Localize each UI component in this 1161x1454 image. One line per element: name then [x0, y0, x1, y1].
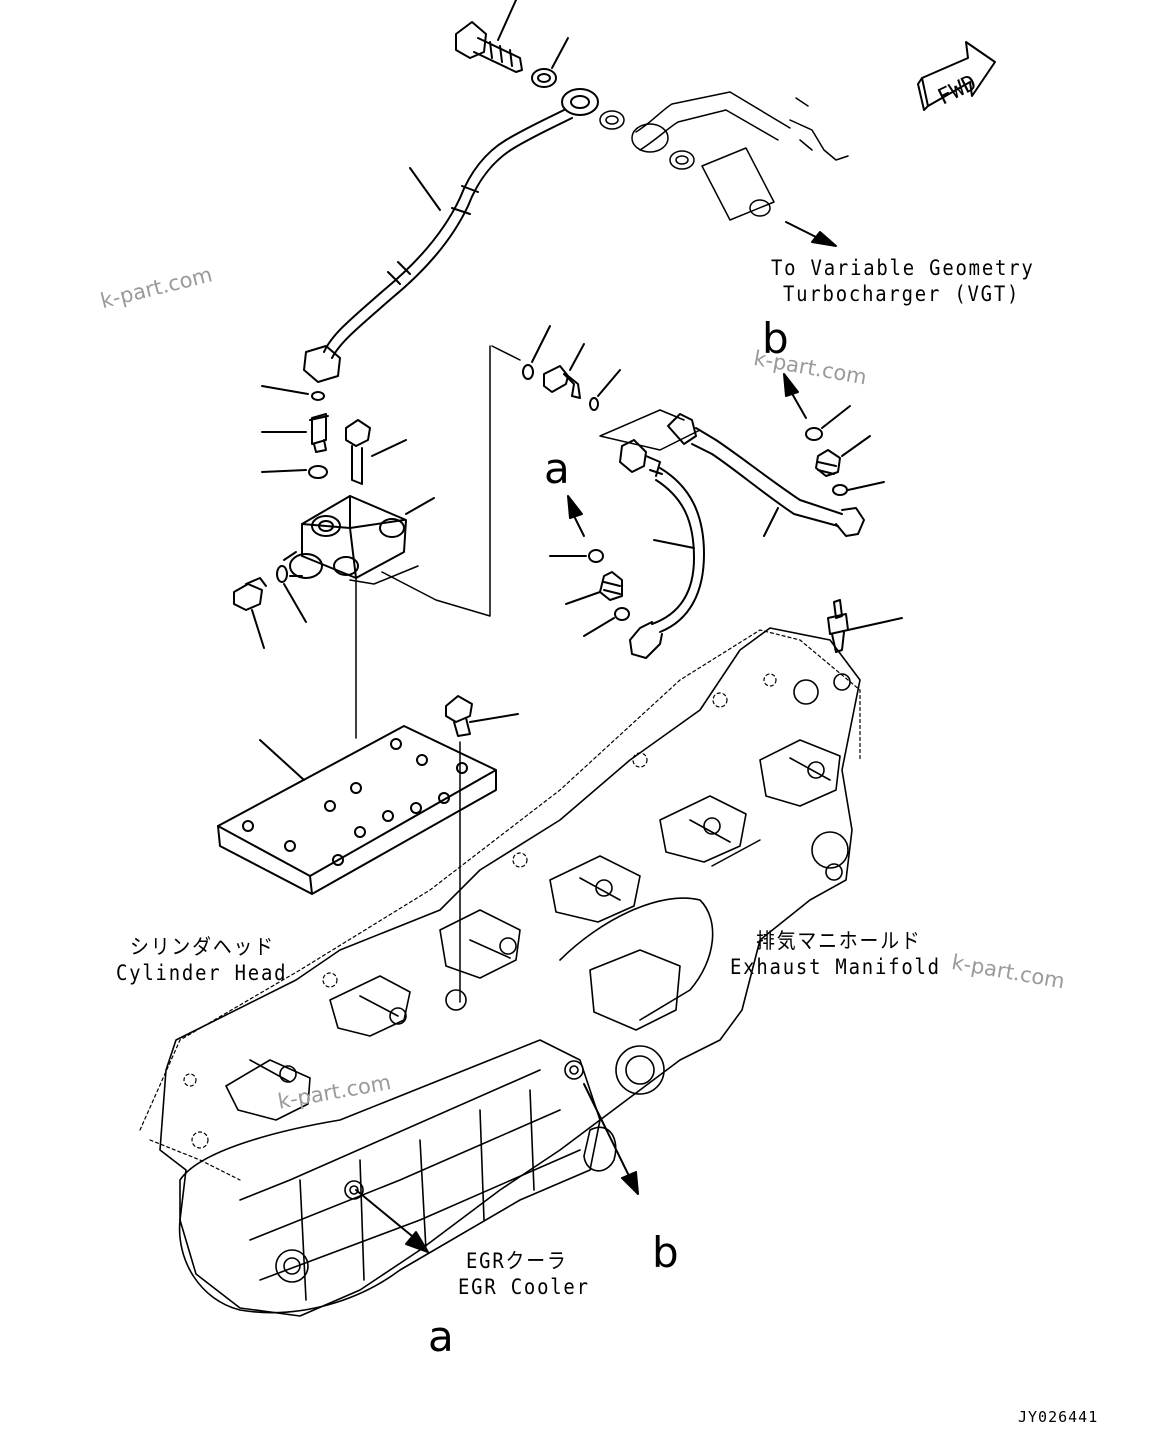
oring-center-right	[589, 369, 621, 411]
ref-b-arrow-upper	[783, 373, 807, 419]
ref-a-lower: a	[428, 1312, 454, 1361]
oring-b-1	[805, 405, 851, 441]
ref-a-upper: a	[544, 444, 570, 493]
egr-cooler	[178, 1039, 617, 1314]
sensor-fitting-right	[827, 599, 903, 653]
oring-left	[276, 565, 307, 623]
connector-fitting	[261, 413, 329, 453]
cylinder-head-label-jp: シリンダヘッド	[130, 935, 275, 959]
banjo-bolt-top	[455, 0, 523, 73]
oring-a-2	[583, 607, 630, 637]
fwd-arrow-icon	[917, 41, 996, 111]
oring-a-1	[549, 549, 604, 563]
connector-a	[565, 571, 623, 605]
vgt-label-line1: To Variable Geometry	[771, 256, 1035, 280]
vgt-pipe-ghost	[599, 91, 849, 221]
vgt-direction-arrow	[785, 221, 837, 247]
egr-cooler-label-en: EGR Cooler	[458, 1275, 590, 1299]
exhaust-manifold-label-en: Exhaust Manifold	[730, 955, 941, 979]
drawing-code: JY026441	[1018, 1408, 1099, 1426]
union-fitting-center	[543, 343, 585, 399]
plate-bolt	[445, 695, 519, 737]
ref-a-arrow-lower	[355, 1189, 429, 1253]
small-oring-2	[261, 465, 328, 479]
oring-center-top	[522, 325, 551, 380]
ref-b-lower: b	[652, 1228, 679, 1277]
plug-bolt-left	[233, 577, 267, 649]
cover-plate	[217, 725, 497, 895]
ref-b-upper: b	[762, 314, 789, 363]
connector-b	[815, 435, 871, 477]
egr-cooler-label-jp: EGRクーラ	[466, 1249, 568, 1273]
pipe-b	[667, 413, 865, 537]
manifold-leader	[711, 839, 761, 867]
cylinder-head	[139, 629, 861, 1181]
upper-oil-pipe	[303, 88, 599, 383]
small-oring-1	[261, 385, 325, 401]
washer-top	[531, 37, 569, 88]
junction-block	[283, 495, 435, 579]
vgt-label-line2: Turbocharger (VGT)	[783, 282, 1021, 306]
flexible-hose-a	[619, 439, 705, 659]
exhaust-manifold-label-jp: 排気マニホールド	[756, 929, 922, 953]
ref-b-arrow-lower	[583, 1083, 639, 1195]
long-bolt	[345, 419, 407, 485]
ref-a-arrow-upper	[567, 495, 585, 537]
oring-b-2	[832, 481, 885, 496]
cylinder-head-label-en: Cylinder Head	[116, 961, 288, 985]
assembly-guide-lines	[349, 345, 521, 1003]
